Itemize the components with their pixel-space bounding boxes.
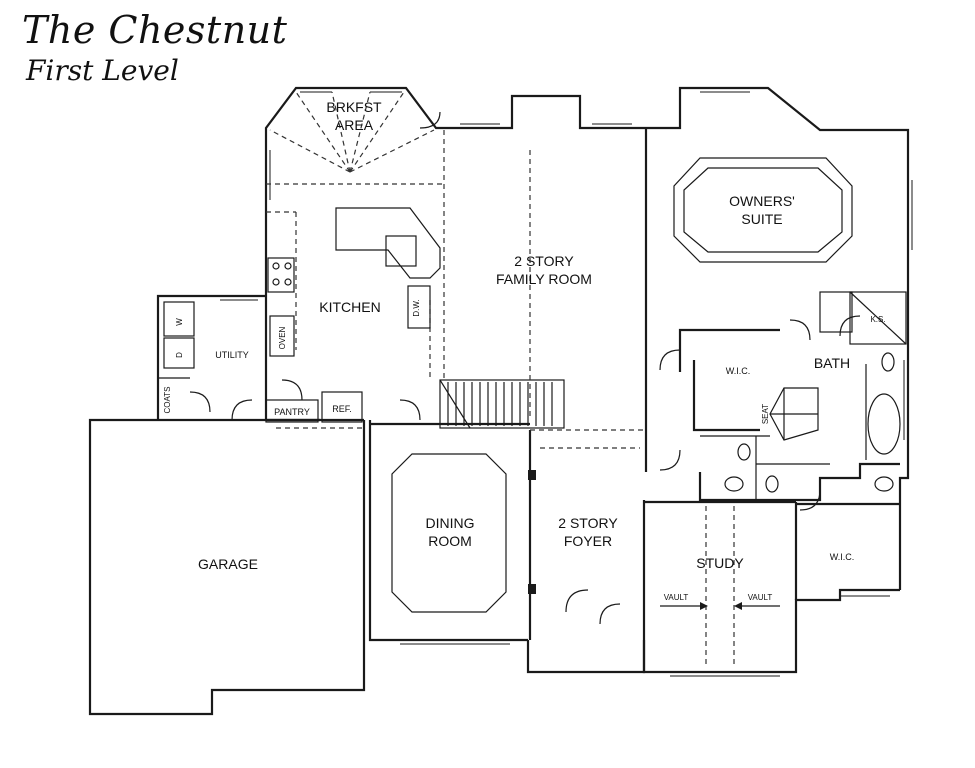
foyer-label: 2 STORY (558, 515, 618, 531)
wic-upper-label: W.I.C. (726, 366, 751, 376)
utility-wall (156, 294, 266, 420)
utility-label: UTILITY (215, 350, 249, 360)
windows (220, 91, 913, 677)
plan-title: The Chestnut (22, 8, 288, 52)
foyer-porch-wall (526, 640, 646, 674)
garage-label: GARAGE (198, 556, 258, 572)
dining-room-bottom-wall (368, 420, 528, 642)
ref-label: REF. (332, 404, 352, 414)
pantry-label: PANTRY (274, 407, 310, 417)
foyer-label-2: FOYER (564, 533, 612, 549)
garage-wall (88, 418, 366, 716)
family-room-label: 2 STORY (514, 253, 574, 269)
wic-lower-label: W.I.C. (830, 552, 855, 562)
coats-label: COATS (163, 387, 172, 414)
vault-right-label: VAULT (748, 593, 773, 602)
knee-space-label: K.S. (870, 315, 885, 324)
dining-room-label-2: ROOM (428, 533, 472, 549)
dishwasher-label: D.W. (412, 299, 421, 316)
column (528, 470, 536, 480)
washer-label: W (175, 318, 184, 326)
owners-tray-ceiling (673, 157, 853, 263)
dining-room-label: DINING (426, 515, 475, 531)
owners-tray-inner (683, 167, 843, 253)
breakfast-area-label-2: AREA (335, 117, 374, 133)
stair-break-line (439, 379, 471, 429)
kitchen-counters (163, 207, 441, 369)
bath-fixtures (724, 352, 901, 493)
study-label: STUDY (696, 555, 744, 571)
lower-right-exterior-wall (642, 588, 900, 674)
seat-label: SEAT (761, 404, 770, 424)
dining-tray-ceiling (391, 453, 507, 613)
column (528, 584, 536, 594)
exterior-walls (88, 86, 910, 716)
vault-arrows (660, 602, 780, 610)
kitchen-label: KITCHEN (319, 299, 380, 315)
owners-suite-label-2: SUITE (741, 211, 782, 227)
bath-label: BATH (814, 355, 850, 371)
vault-left-label: VAULT (664, 593, 689, 602)
door-swings (189, 111, 861, 625)
dryer-label: D (175, 352, 184, 358)
family-room-label-2: FAMILY ROOM (496, 271, 592, 287)
breakfast-area-label: BRKFST (326, 99, 382, 115)
breakfast-bay-wall (264, 86, 444, 300)
interior-walls (158, 128, 907, 640)
staircase (439, 379, 553, 429)
plan-subtitle: First Level (26, 54, 179, 87)
owners-suite-label: OWNERS' (729, 193, 795, 209)
family-room-top-wall (444, 94, 648, 130)
owners-suite-exterior-wall (648, 86, 910, 590)
oven-label: OVEN (278, 326, 287, 349)
tray-ceilings (391, 157, 853, 613)
